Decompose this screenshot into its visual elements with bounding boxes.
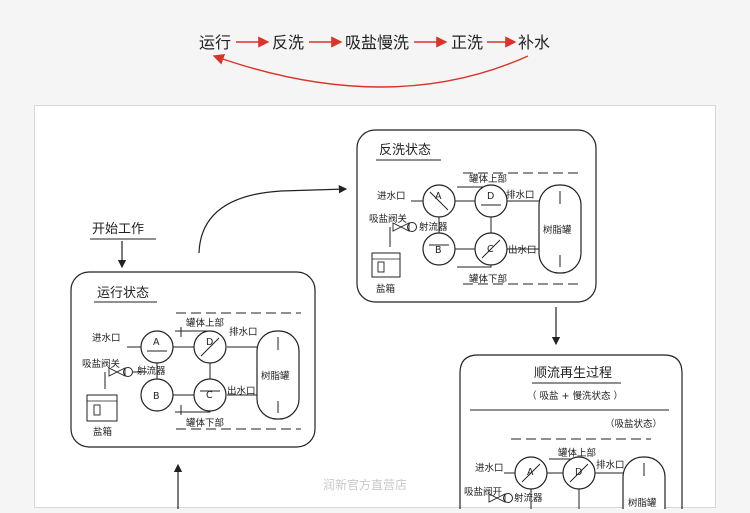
run-valve-d-label: D (206, 337, 213, 348)
regen-resin-tank (622, 456, 666, 513)
diagram-panel: 开始工作 运行状态 A B C D (34, 105, 716, 513)
regen-ejector (503, 493, 513, 503)
backwash-tank-top-label: 罐体上部 (469, 173, 507, 185)
cycle-step-brine: 吸盐慢洗 (345, 33, 409, 52)
run-state-box: 运行状态 A B C D (70, 271, 316, 448)
backwash-tank-bottom-label: 罐体下部 (469, 273, 507, 285)
regen-inlet-label: 进水口 (475, 462, 504, 474)
start-label: 开始工作 (92, 222, 144, 237)
regen-state-box: 顺流再生过程 （ 吸盐 + 慢洗状态 ） （吸盐状态） A D 进水口 吸盐阀开… (459, 354, 683, 513)
backwash-outlet-label: 出水口 (508, 244, 537, 256)
backwash-valve-d (474, 184, 508, 218)
run-valve-a (140, 330, 174, 364)
run-ejector-label: 射流器 (137, 365, 166, 377)
cycle-flow: 运行 反洗 吸盐慢洗 正洗 补水 (199, 33, 550, 88)
regen-brine-valve-icon (488, 493, 506, 503)
cycle-step-refill: 补水 (518, 33, 550, 52)
run-resin-label: 树脂罐 (261, 370, 290, 382)
run-valve-c-label: C (206, 390, 213, 401)
backwash-ejector-label: 射流器 (419, 221, 448, 233)
regen-valve-d-label: D (575, 467, 582, 478)
backwash-valve-a-label: A (435, 191, 442, 202)
regen-brine-valve-label: 吸盐阀开 (464, 486, 503, 498)
regen-drain-label: 排水口 (596, 459, 625, 471)
run-inlet-label: 进水口 (92, 332, 121, 344)
cycle-return-arrow (212, 53, 529, 88)
cycle-step-backwash: 反洗 (272, 33, 304, 52)
backwash-state-box: 反洗状态 A B C D 进水口 吸盐阀关 (356, 129, 597, 303)
backwash-valve-b (422, 232, 456, 266)
backwash-valve-d-label: D (487, 191, 494, 202)
cycle-step-rinse: 正洗 (451, 33, 483, 52)
run-drain-label: 排水口 (229, 326, 258, 338)
backwash-resin-tank (538, 184, 582, 274)
cycle-step-run: 运行 (199, 33, 231, 52)
run-brine-valve-label: 吸盐阀关 (82, 358, 121, 370)
regen-state-subtitle: （ 吸盐 + 慢洗状态 ） (527, 390, 623, 402)
backwash-ejector (407, 222, 417, 232)
run-outlet-label: 出水口 (227, 385, 256, 397)
backwash-inlet-label: 进水口 (377, 190, 406, 202)
run-brine-tank (86, 394, 118, 422)
run-valve-b (140, 378, 174, 412)
run-brine-tank-label: 盐箱 (93, 426, 112, 438)
run-valve-c (193, 378, 227, 412)
regen-valve-a-label: A (527, 467, 534, 478)
regen-state-title: 顺流再生过程 (534, 366, 612, 381)
process-diagram: 开始工作 运行状态 A B C D (70, 129, 683, 513)
backwash-brine-tank-label: 盐箱 (376, 283, 395, 295)
backwash-valve-b-label: B (435, 245, 442, 256)
backwash-resin-label: 树脂罐 (543, 224, 572, 236)
run-tank-bottom-label: 罐体下部 (186, 417, 224, 429)
backwash-state-title: 反洗状态 (379, 143, 431, 158)
run-valve-b-label: B (153, 391, 160, 402)
arrow-run-to-backwash (198, 185, 348, 254)
regen-tank-top-label: 罐体上部 (558, 447, 596, 459)
run-valve-a-label: A (153, 337, 160, 348)
watermark: 润新官方直营店 (323, 477, 407, 492)
backwash-brine-tank (371, 252, 401, 278)
run-resin-tank (256, 330, 300, 420)
regen-resin-label: 树脂罐 (628, 497, 657, 509)
run-brine-valve-icon (108, 367, 126, 377)
backwash-drain-label: 排水口 (506, 189, 535, 201)
regen-substate-label: （吸盐状态） (605, 418, 662, 430)
run-state-title: 运行状态 (97, 286, 149, 301)
regen-ejector-label: 射流器 (514, 492, 543, 504)
backwash-brine-valve-icon (392, 222, 410, 232)
run-tank-top-label: 罐体上部 (186, 317, 224, 329)
backwash-brine-valve-label: 吸盐阀关 (369, 213, 408, 225)
